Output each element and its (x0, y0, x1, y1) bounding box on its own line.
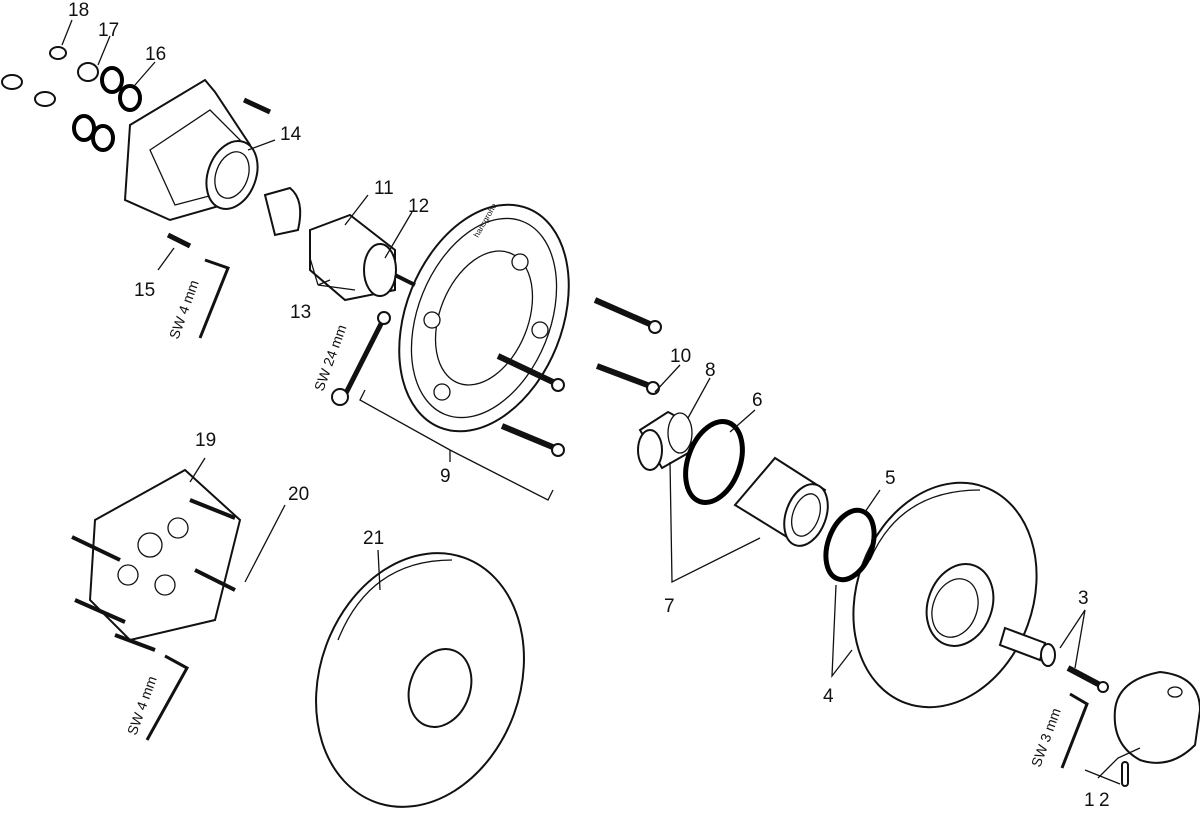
callout-18: 18 (68, 0, 89, 21)
callout-7: 7 (664, 596, 675, 617)
callout-3: 3 (1078, 588, 1089, 609)
leader-lines (61, 19, 1141, 785)
part-4-escutcheon (852, 481, 1038, 709)
callout-21: 21 (363, 528, 384, 549)
callout-14: 14 (280, 124, 302, 145)
callout-4: 4 (823, 686, 834, 707)
tool-label-wrench: SW 24 mm (311, 322, 350, 393)
callout-16: 16 (145, 44, 166, 65)
part-16-o-rings (72, 66, 142, 152)
callout-19: 19 (195, 430, 216, 451)
tool-label-hex-key-top: SW 4 mm (166, 278, 202, 341)
part-screw-top (242, 97, 272, 115)
callout-17: 17 (98, 20, 119, 41)
part-5-o-ring (823, 507, 877, 583)
tool-label-hex-key-right: SW 3 mm (1028, 706, 1064, 769)
callout-15: 15 (134, 280, 155, 301)
part-3-spindle (998, 626, 1109, 693)
part-10-screws (496, 297, 662, 457)
part-2-pin (1121, 761, 1129, 787)
part-11-cartridge (263, 186, 416, 302)
part-9-mounting-ring: hansgrohe (398, 201, 570, 433)
part-1-handle (1113, 670, 1200, 764)
wrench-tool (331, 311, 391, 406)
callout-6: 6 (752, 390, 763, 411)
callout-9: 9 (440, 466, 451, 487)
hex-key-right (1060, 692, 1089, 769)
part-15-screw (166, 232, 192, 249)
part-6-o-ring (683, 419, 745, 505)
callout-11: 11 (374, 178, 394, 199)
part-14-valve-body (123, 78, 259, 222)
hex-key-bottom (145, 654, 190, 741)
callout-5: 5 (885, 468, 896, 489)
callout-8: 8 (705, 360, 716, 381)
part-21-cover-plate (315, 552, 525, 808)
callout-13: 13 (290, 302, 311, 323)
part-18-fittings (1, 46, 67, 107)
part-7-extension-sleeve (733, 456, 829, 547)
callout-2: 2 (1099, 790, 1110, 811)
part-20-screws (71, 498, 236, 652)
hex-key-top (198, 258, 230, 339)
part-17-fitting (77, 62, 99, 82)
part-8-sleeve (637, 410, 693, 471)
callout-1: 1 (1084, 790, 1095, 811)
callout-10: 10 (670, 346, 691, 367)
callout-20: 20 (288, 484, 309, 505)
part-19-rough-in (88, 468, 242, 642)
callout-12: 12 (408, 196, 429, 217)
